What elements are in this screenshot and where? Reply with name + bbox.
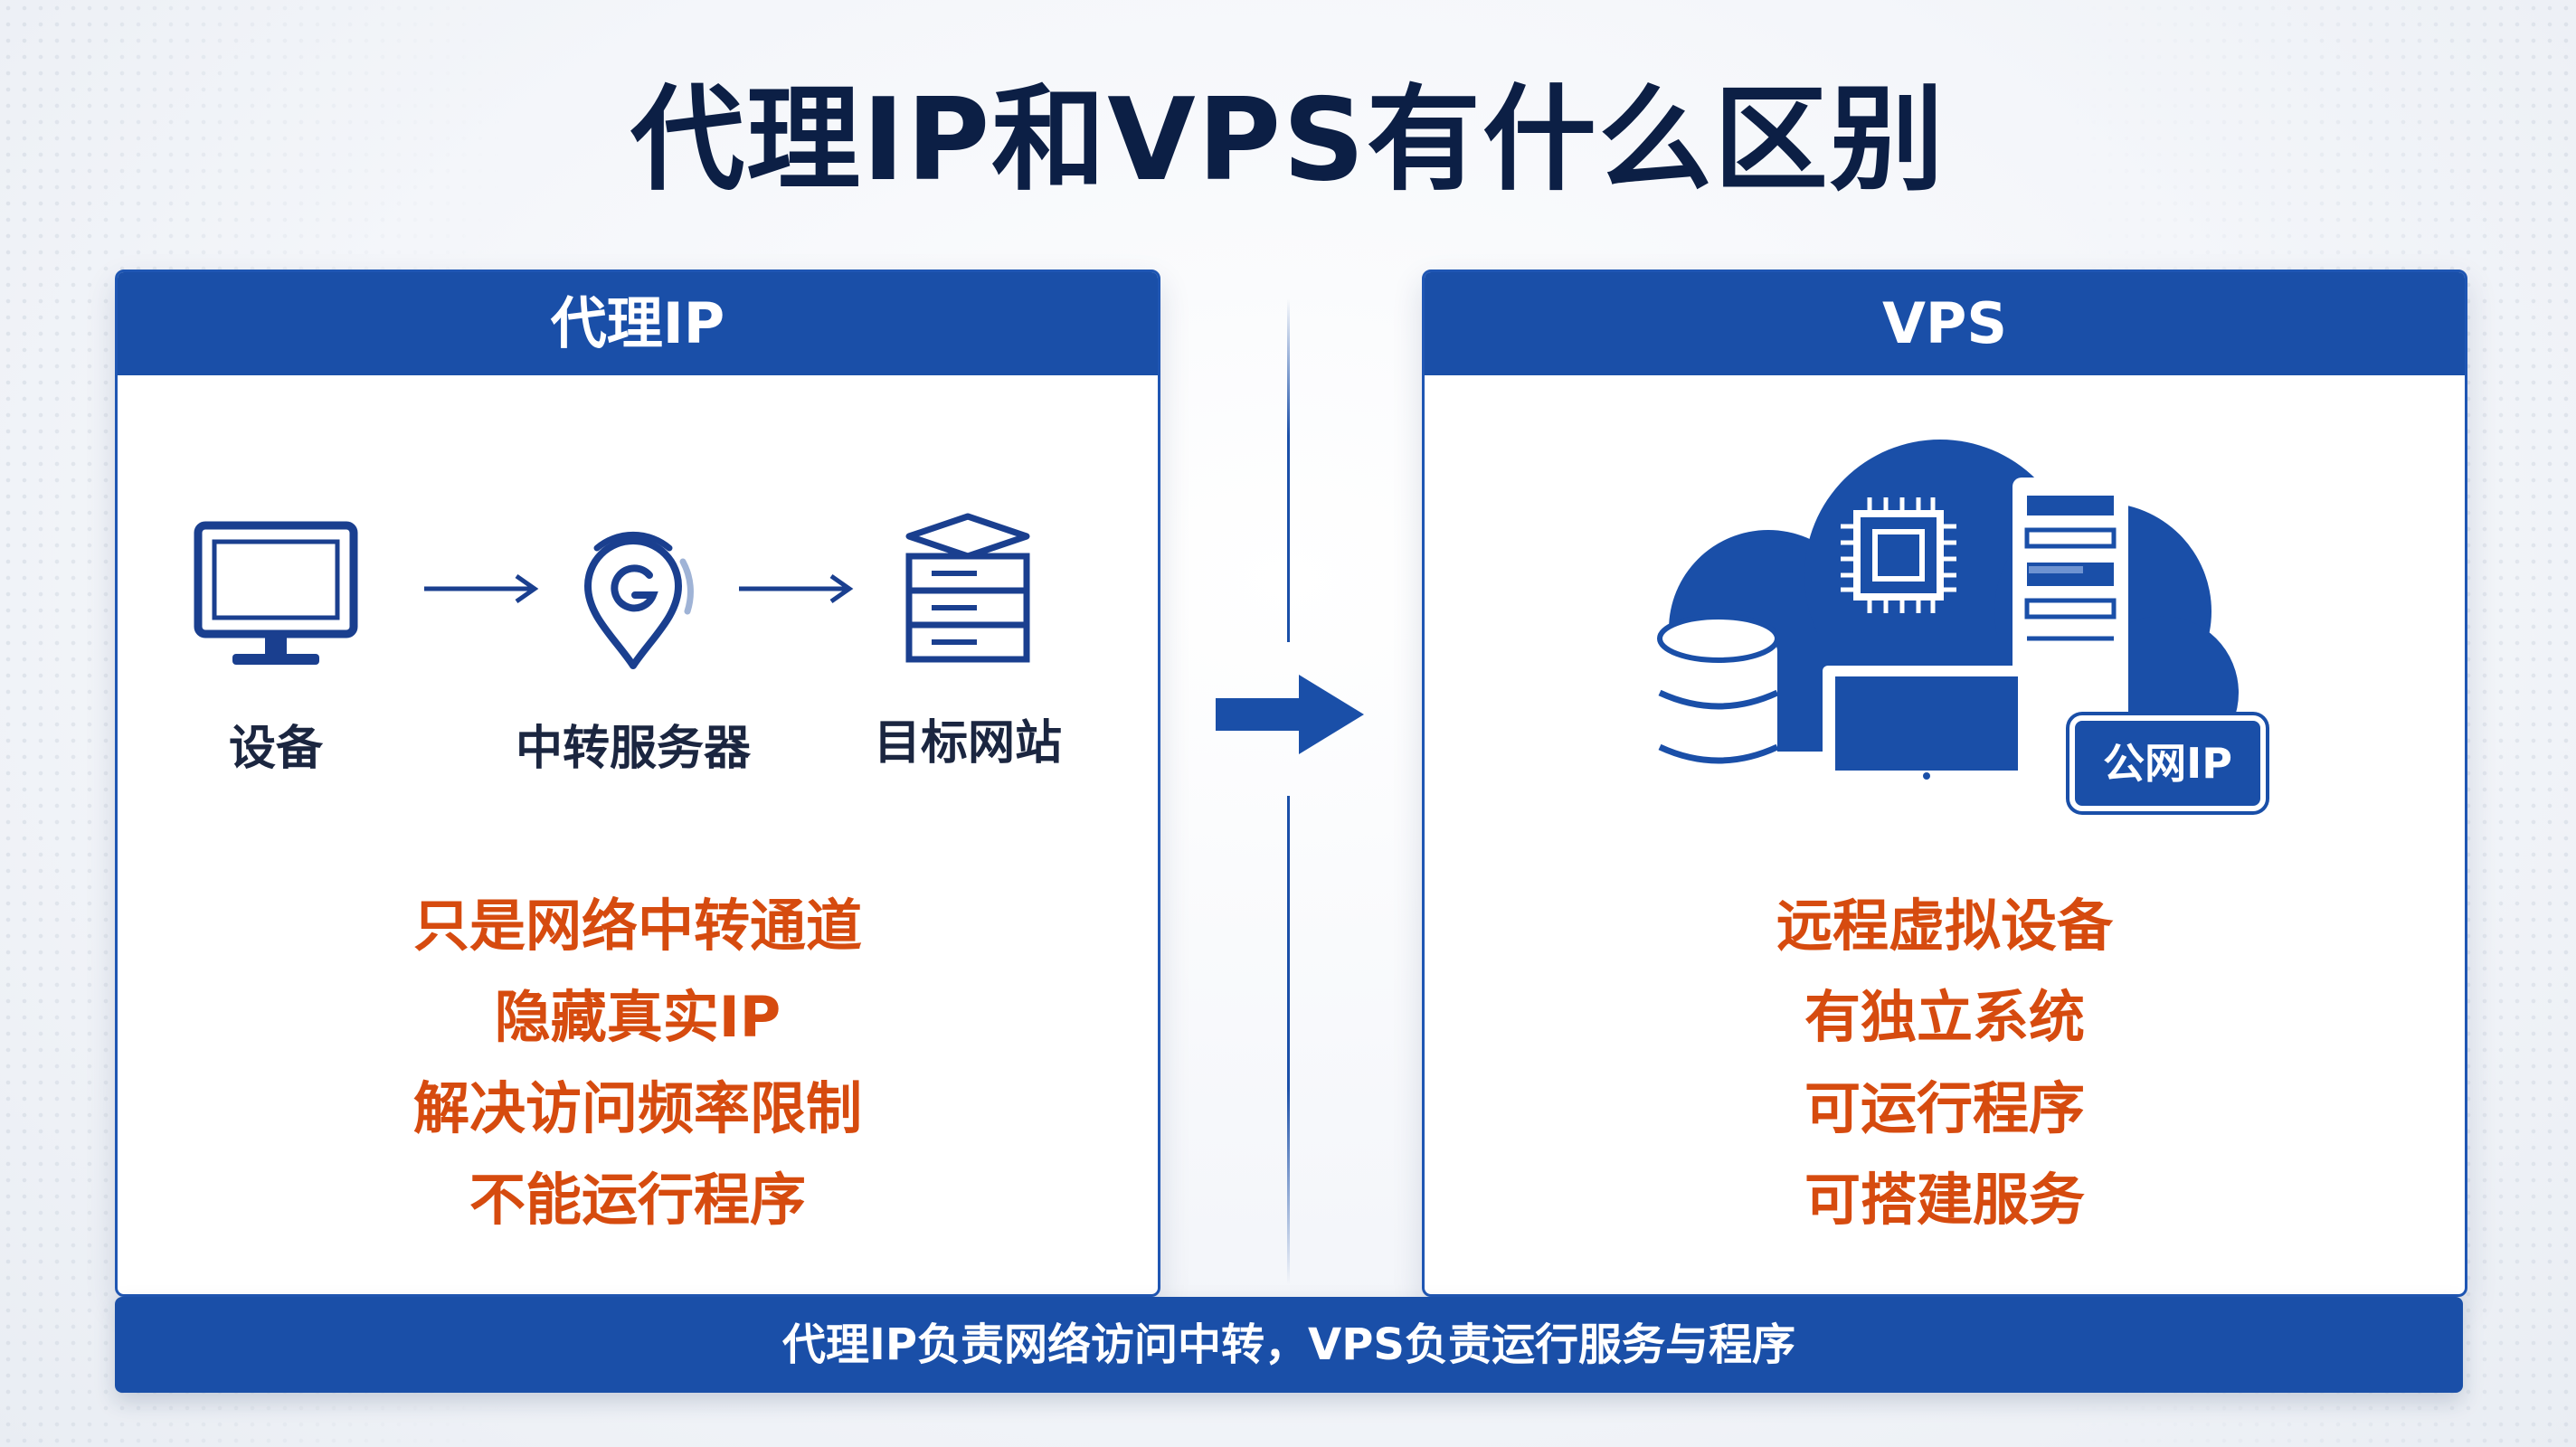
proxy-feature-3: 解决访问频率限制: [412, 1075, 862, 1141]
vps-panel-header: VPS: [1425, 272, 2465, 375]
vps-feature-1: 远程虚拟设备: [1776, 893, 2113, 959]
proxy-feature-2: 隐藏真实IP: [494, 984, 781, 1050]
database-icon: [1657, 614, 1780, 821]
flow-label-target-site: 目标网站: [873, 716, 1062, 771]
summary-footer-bar: 代理IP负责网络访问中转，VPS负责运行服务与程序: [115, 1297, 2463, 1393]
relay-server-pin-icon: [584, 531, 694, 669]
server-stack-icon: [905, 513, 1030, 663]
vps-feature-2: 有独立系统: [1804, 984, 2085, 1050]
vps-feature-4: 可搭建服务: [1804, 1167, 2085, 1233]
proxy-ip-feature-list: 只是网络中转通道 隐藏真实IP 解决访问频率限制 不能运行程序: [118, 880, 1158, 1245]
proxy-feature-1: 只是网络中转通道: [412, 893, 862, 959]
public-ip-badge: 公网IP: [2069, 715, 2266, 811]
vps-feature-list: 远程虚拟设备 有独立系统 可运行程序 可搭建服务: [1425, 880, 2465, 1245]
flow-node-target-site: 目标网站: [850, 509, 1085, 772]
center-divider-top: [1287, 298, 1290, 642]
flow-label-relay-server: 中转服务器: [516, 722, 752, 776]
flow-node-relay-server: 中转服务器: [516, 512, 751, 778]
flow-arrow-1: [424, 573, 539, 604]
cpu-chip-icon: [1841, 497, 1956, 613]
flow-node-device: 设备: [172, 516, 380, 778]
proxy-ip-panel-header: 代理IP: [118, 272, 1158, 375]
monitor-icon: [194, 521, 358, 665]
flow-arrow-2: [739, 573, 854, 604]
vps-cloud-illustration: [1657, 440, 2239, 821]
vps-feature-3: 可运行程序: [1804, 1075, 2085, 1141]
page-title: 代理IP和VPS有什么区别: [630, 73, 1946, 206]
proxy-ip-panel: 代理IP 设备 中转服务器: [115, 270, 1160, 1297]
monitor-icon: [1823, 666, 2031, 814]
center-divider-bottom: [1287, 796, 1290, 1284]
center-arrow-icon: [1216, 675, 1364, 754]
tower-server-icon: [2012, 478, 2128, 790]
proxy-feature-4: 不能运行程序: [469, 1167, 806, 1233]
flow-label-device: 设备: [228, 722, 323, 776]
vps-panel: VPS: [1422, 270, 2467, 1297]
